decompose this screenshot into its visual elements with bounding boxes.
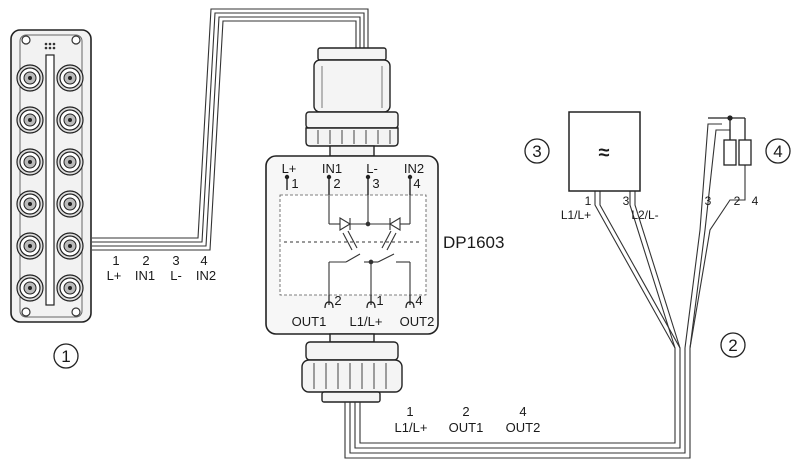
module-cable <box>92 8 369 251</box>
io-socket-icon <box>56 274 84 302</box>
top-connector <box>305 47 399 157</box>
out-cable-sig-1: L1/L+ <box>395 420 428 435</box>
out-cable-num-2: 2 <box>462 404 469 419</box>
output-cable-labels: 1 2 4 L1/L+ OUT1 OUT2 <box>395 404 541 435</box>
module-wire-sig-2: IN1 <box>135 268 155 283</box>
svg-text:3: 3 <box>532 142 541 161</box>
io-socket-icon <box>16 232 44 260</box>
bot-term-num-2: 1 <box>376 293 383 308</box>
io-socket-icon <box>16 64 44 92</box>
io-socket-icon <box>16 148 44 176</box>
io-socket-icon <box>56 106 84 134</box>
top-term-sig-3: L- <box>366 161 378 176</box>
callout-2: 2 <box>720 332 746 358</box>
psu-pin-num-1: 1 <box>585 194 592 208</box>
top-term-num-4: 4 <box>413 176 420 191</box>
module-wire-sig-3: L- <box>170 268 182 283</box>
callout-3: 3 <box>524 138 550 164</box>
top-terminal-labels: L+ IN1 L- IN2 1 2 3 4 <box>282 161 425 191</box>
module-wire-labels: 1 2 3 4 L+ IN1 L- IN2 <box>107 253 217 283</box>
bottom-terminal-pins <box>324 295 415 309</box>
svg-text:4: 4 <box>773 142 782 161</box>
module-wire-sig-1: L+ <box>107 268 122 283</box>
load-wire-labels: 3 2 4 <box>705 194 759 208</box>
load-wire-num-4: 4 <box>752 194 759 208</box>
out-cable-sig-3: OUT2 <box>506 420 541 435</box>
bot-term-sig-1: OUT1 <box>292 314 327 329</box>
top-term-num-2: 2 <box>333 176 340 191</box>
module-wire-num-1: 1 <box>112 253 119 268</box>
out-cable-num-3: 4 <box>519 404 526 419</box>
io-socket-icon <box>16 106 44 134</box>
bot-term-num-1: 2 <box>334 293 341 308</box>
power-supply-labels: 1 3 L1/L+ L2/L- <box>561 194 659 222</box>
out-cable-num-1: 1 <box>406 404 413 419</box>
io-socket-icon <box>16 190 44 218</box>
load-resistor-1 <box>723 139 737 166</box>
io-socket-icon <box>56 232 84 260</box>
bot-term-num-3: 4 <box>415 293 422 308</box>
bot-term-sig-2: L1/L+ <box>350 314 383 329</box>
device-body <box>265 155 439 335</box>
module-wire-num-4: 4 <box>200 253 207 268</box>
io-module <box>10 29 92 323</box>
psu-pin-label-1: L1/L+ <box>561 208 591 222</box>
psu-pin-num-3: 3 <box>623 194 630 208</box>
callout-4: 4 <box>765 138 791 164</box>
internal-circuit <box>328 195 411 295</box>
callout-1: 1 <box>53 343 79 369</box>
svg-text:1: 1 <box>61 347 70 366</box>
load-wire-num-2: 2 <box>734 194 741 208</box>
top-term-num-1: 1 <box>291 176 298 191</box>
psu-pin-label-3: L2/L- <box>631 208 658 222</box>
power-supply: ≈ <box>568 111 641 192</box>
module-wire-num-3: 3 <box>172 253 179 268</box>
output-cable <box>344 123 746 459</box>
load-wire-num-3: 3 <box>705 194 712 208</box>
module-wire-num-2: 2 <box>142 253 149 268</box>
ac-symbol-icon: ≈ <box>599 142 610 164</box>
top-term-sig-2: IN1 <box>322 161 342 176</box>
bottom-terminal-labels: 2 1 4 OUT1 L1/L+ OUT2 <box>292 293 435 329</box>
top-terminal-pins <box>284 174 413 195</box>
out-cable-sig-2: OUT1 <box>449 420 484 435</box>
top-term-sig-1: L+ <box>282 161 297 176</box>
top-term-num-3: 3 <box>372 176 379 191</box>
io-socket-icon <box>56 64 84 92</box>
device-name: DP1603 <box>443 233 504 252</box>
load-resistor-2 <box>738 139 752 166</box>
io-socket-icon <box>56 190 84 218</box>
top-term-sig-4: IN2 <box>404 161 424 176</box>
io-socket-icon <box>16 274 44 302</box>
svg-text:2: 2 <box>728 336 737 355</box>
io-socket-icon <box>56 148 84 176</box>
bot-term-sig-3: OUT2 <box>400 314 435 329</box>
module-wire-sig-4: IN2 <box>196 268 216 283</box>
bottom-connector <box>301 333 403 403</box>
loads <box>708 115 752 166</box>
